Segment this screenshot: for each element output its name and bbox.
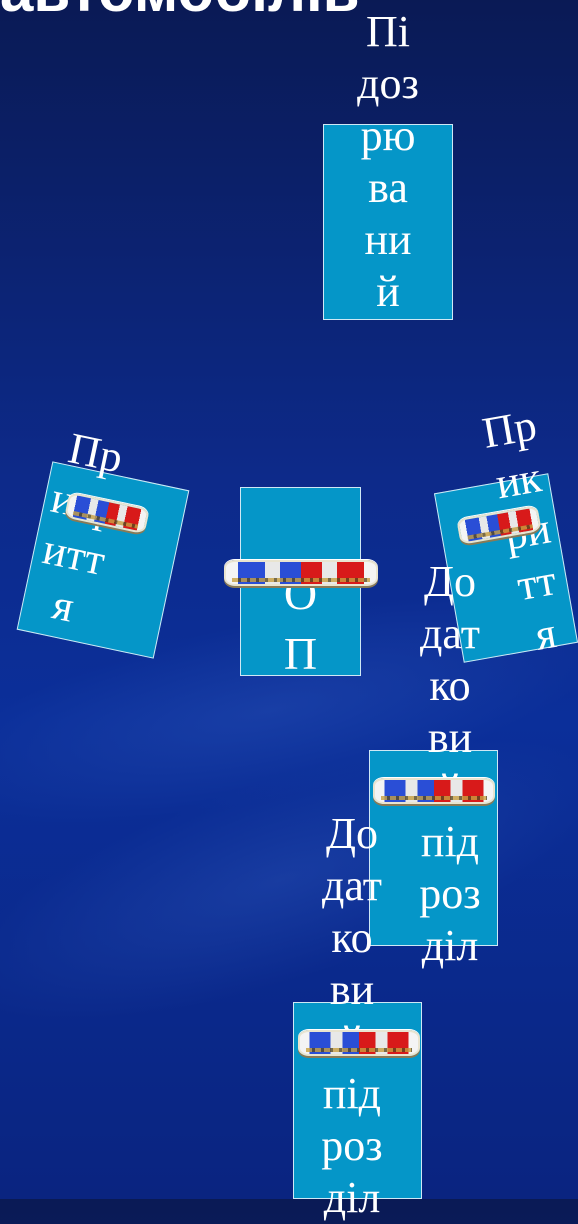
police-light-bar-icon bbox=[373, 778, 495, 804]
suspect-label: Пі доз рю ва ни й bbox=[323, 6, 453, 318]
slide-title: автомобілів bbox=[0, 0, 360, 25]
additional-unit-label-2: До дат ко ви й під роз діл bbox=[302, 808, 402, 1224]
police-light-bar-icon bbox=[224, 560, 378, 586]
additional-unit-label-1: До дат ко ви й під роз діл bbox=[390, 556, 510, 972]
police-light-bar-icon bbox=[298, 1030, 420, 1056]
